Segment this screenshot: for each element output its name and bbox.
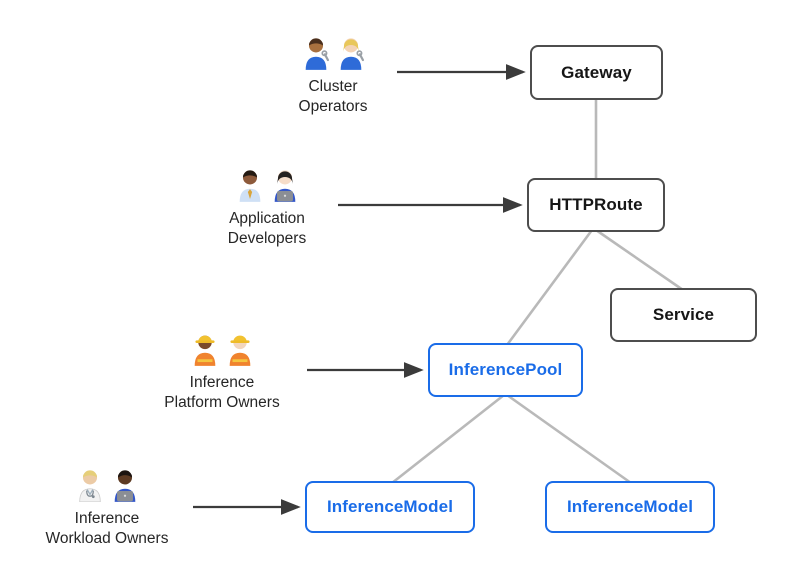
man-mechanic-icon [305, 38, 329, 70]
persona-application-developers: Application Developers [177, 166, 357, 249]
node-inferencemodel-right: InferenceModel [545, 481, 715, 533]
persona-label-line1: Inference [189, 374, 255, 391]
persona-inference-workload-owners: Inference Workload Owners [17, 466, 197, 549]
persona-label-line2: Operators [298, 98, 368, 115]
woman-construction-worker-icon [194, 335, 215, 366]
node-gateway: Gateway [530, 45, 663, 100]
persona-label: Cluster Operators [299, 77, 368, 117]
tree-edges [391, 99, 684, 485]
man-office-worker-icon [239, 170, 260, 202]
node-inferencemodel-left: InferenceModel [305, 481, 475, 533]
edge-httproute-inferencepool [505, 229, 594, 346]
edge-httproute-service [595, 228, 684, 292]
persona-label: Application Developers [228, 209, 306, 249]
persona-label-line2: Workload Owners [45, 530, 169, 547]
node-inferencepool: InferencePool [428, 343, 583, 397]
persona-label: Inference Platform Owners [164, 373, 279, 413]
persona-icon-pair [301, 34, 366, 70]
persona-arrows [193, 64, 526, 515]
persona-icon-pair [190, 330, 255, 366]
persona-label-line2: Developers [227, 230, 307, 247]
node-service: Service [610, 288, 757, 342]
woman-mechanic-icon [340, 38, 364, 70]
persona-label-line1: Cluster [308, 78, 358, 95]
persona-cluster-operators: Cluster Operators [243, 34, 423, 117]
persona-icon-pair [75, 466, 140, 502]
edge-inferencepool-inferencemodel-left [391, 393, 505, 485]
health-worker-icon [78, 470, 101, 502]
persona-inference-platform-owners: Inference Platform Owners [132, 330, 312, 413]
persona-label: Inference Workload Owners [46, 509, 169, 549]
woman-technologist-icon [274, 170, 295, 202]
persona-label-line1: Application [229, 210, 305, 227]
persona-label-line1: Inference [74, 510, 140, 527]
man-construction-worker-icon [229, 335, 250, 366]
node-httproute: HTTPRoute [527, 178, 665, 232]
edge-inferencepool-inferencemodel-right [506, 393, 632, 485]
man-technologist-icon [114, 470, 135, 502]
persona-label-line2: Platform Owners [164, 394, 280, 411]
persona-icon-pair [235, 166, 300, 202]
